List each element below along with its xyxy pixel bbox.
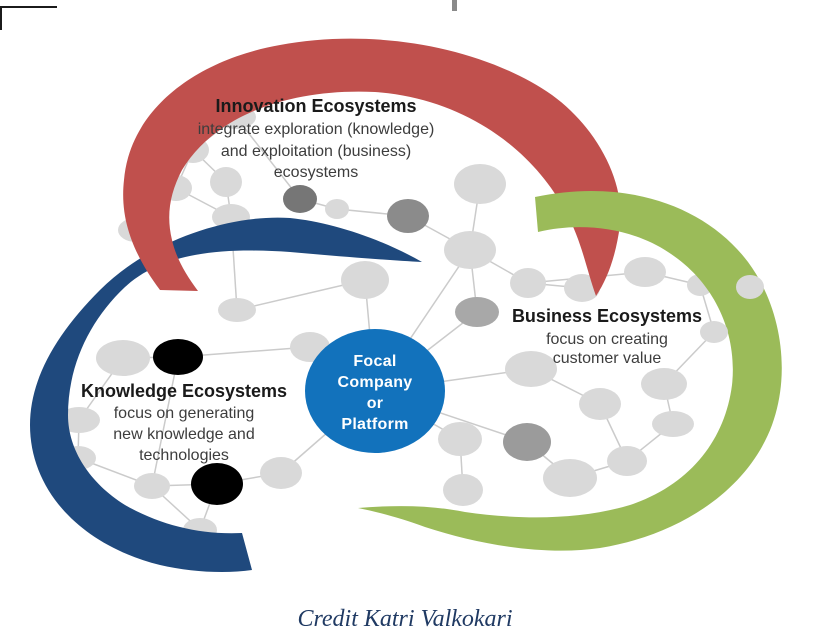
focal-line-2: Company [338,374,413,391]
network-node [503,423,551,461]
network-node [210,167,242,197]
focal-company-circle [305,329,445,453]
network-node [260,457,302,489]
knowledge-sub-1: focus on generating [114,405,255,422]
network-edge [235,116,301,200]
network-node [736,275,764,299]
network-node [624,257,666,287]
network-edge [151,356,179,487]
knowledge-title: Knowledge Ecosystems [81,381,287,401]
network-node [607,446,647,476]
border-artifact-vertical [0,6,2,30]
knowledge-sub-2: new knowledge and [113,426,254,443]
knowledge-sub-3: technologies [139,447,229,464]
network-node [283,185,317,213]
innovation-title: Innovation Ecosystems [215,96,416,116]
network-node [218,298,256,322]
border-artifact-tick [452,0,457,11]
focal-line-1: Focal [353,353,396,370]
network-node [438,422,482,456]
network-node [153,339,203,375]
credit-caption: Credit Katri Valkokari [297,606,512,632]
network-node [579,388,621,420]
network-node [444,231,496,269]
network-node [134,473,170,499]
network-node [543,459,597,497]
network-node [325,199,349,219]
business-title: Business Ecosystems [512,306,702,326]
network-node [700,321,728,343]
network-node [641,368,687,400]
network-node [564,274,600,302]
innovation-arc [123,38,621,297]
network-node [455,297,499,327]
network-node [454,164,506,204]
network-node [387,199,429,233]
network-nodes-front [700,275,764,343]
innovation-sub-1: integrate exploration (knowledge) [198,121,435,138]
business-arc [358,190,782,551]
innovation-sub-3: ecosystems [274,164,358,181]
network-node [652,411,694,437]
business-sub-2: customer value [553,350,662,367]
network-node [341,261,389,299]
innovation-sub-2: and exploitation (business) [221,143,411,160]
network-node [443,474,483,506]
business-sub-1: focus on creating [546,331,668,348]
focal-line-4: Platform [341,416,408,433]
network-node [191,463,243,505]
knowledge-arc [30,217,422,573]
border-artifact-horizontal [0,6,57,8]
network-node [96,340,150,376]
network-node [505,351,557,387]
network-node [510,268,546,298]
focal-line-3: or [367,395,384,412]
